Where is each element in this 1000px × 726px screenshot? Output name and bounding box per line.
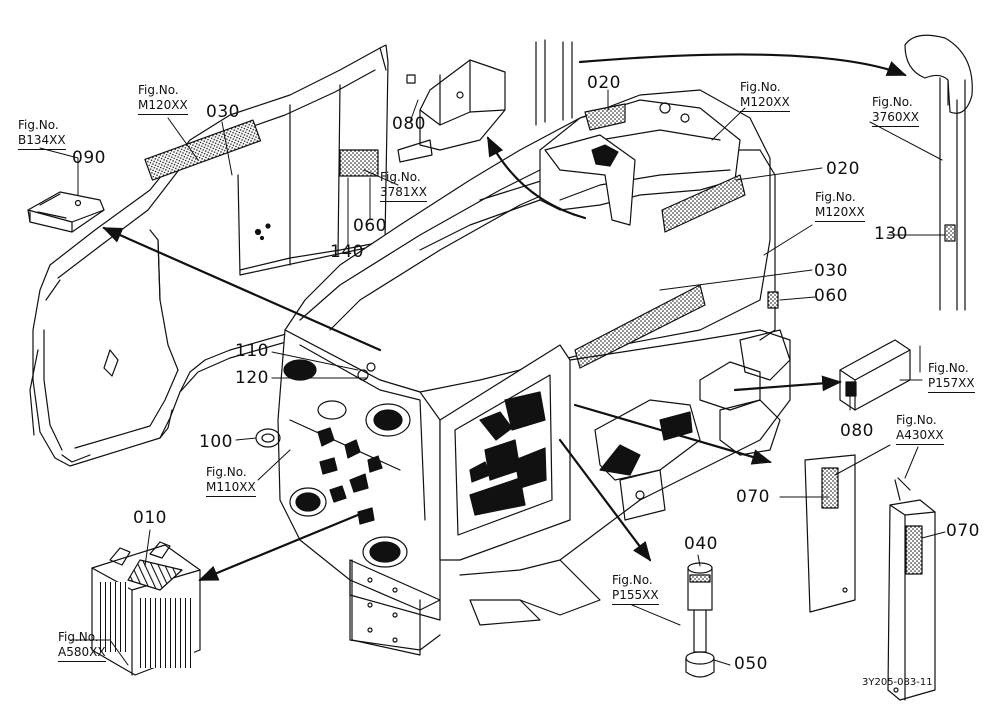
fig-code: A580XX — [58, 645, 106, 662]
bushing-parts — [685, 562, 715, 678]
fig-ref-m110: Fig.No. M110XX — [206, 465, 256, 497]
callout-030-cab: 030 — [206, 102, 240, 122]
fig-ref-a580: Fig.No. A580XX — [58, 630, 106, 662]
fig-label: Fig.No. — [380, 170, 421, 184]
fig-ref-m120-roof: Fig.No. M120XX — [740, 80, 790, 112]
fig-label: Fig.No. — [206, 465, 247, 479]
fig-ref-3760: Fig.No. 3760XX — [872, 95, 919, 127]
fig-label: Fig.No. — [815, 190, 856, 204]
roof-pipes — [535, 39, 573, 126]
callout-070-bracket: 070 — [946, 521, 980, 541]
controller-unit — [27, 191, 105, 233]
callout-020-roof: 020 — [587, 73, 621, 93]
fig-ref-p157: Fig.No. P157XX — [928, 361, 975, 393]
fig-ref-p155: Fig.No. P155XX — [612, 573, 659, 605]
leader-lines — [39, 89, 946, 666]
fig-label: Fig.No. — [138, 83, 179, 97]
callout-090: 090 — [72, 148, 106, 168]
fig-code: 3760XX — [872, 110, 919, 127]
fig-code: M120XX — [740, 95, 790, 112]
filler-cap — [255, 428, 281, 448]
fig-ref-m120-cab: Fig.No. M120XX — [138, 83, 188, 115]
fig-ref-3781: Fig.No. 3781XX — [380, 170, 427, 202]
fig-code: 3781XX — [380, 185, 427, 202]
callout-060-hood: 060 — [814, 286, 848, 306]
figure-code: 3Y205-083-11 — [862, 677, 933, 688]
callout-040: 040 — [684, 534, 718, 554]
callout-130: 130 — [874, 224, 908, 244]
fig-label: Fig.No. — [58, 630, 99, 644]
fig-ref-b134: Fig.No. B134XX — [18, 118, 66, 150]
plate-bracket — [887, 477, 936, 701]
plate-upright — [804, 454, 856, 613]
fig-label: Fig.No. — [612, 573, 653, 587]
top-bracket — [397, 59, 506, 163]
fig-ref-a430: Fig.No. A430XX — [896, 413, 944, 445]
callout-110: 110 — [235, 341, 269, 361]
callout-120: 120 — [235, 368, 269, 388]
exhaust-pipe — [904, 34, 973, 311]
fig-code: M120XX — [815, 205, 865, 222]
fig-code: P155XX — [612, 588, 659, 605]
callout-050: 050 — [734, 654, 768, 674]
callout-010: 010 — [133, 508, 167, 528]
fig-label: Fig.No. — [740, 80, 781, 94]
callout-030-hood: 030 — [814, 261, 848, 281]
fig-ref-m120-side: Fig.No. M120XX — [815, 190, 865, 222]
callout-140: 140 — [330, 242, 364, 262]
tractor-hood-assembly — [277, 89, 791, 656]
fig-code: P157XX — [928, 376, 975, 393]
fig-code: A430XX — [896, 428, 944, 445]
callout-070-plate: 070 — [736, 487, 770, 507]
callout-080-box: 080 — [840, 421, 874, 441]
cab-frame — [29, 44, 389, 467]
battery — [91, 541, 201, 676]
fig-label: Fig.No. — [896, 413, 937, 427]
callout-080-top: 080 — [392, 114, 426, 134]
callout-100: 100 — [199, 432, 233, 452]
fig-code: M110XX — [206, 480, 256, 497]
callout-020-side: 020 — [826, 159, 860, 179]
fig-label: Fig.No. — [872, 95, 913, 109]
fig-code: B134XX — [18, 133, 66, 150]
callout-060-cab: 060 — [353, 216, 387, 236]
fig-code: M120XX — [138, 98, 188, 115]
fig-label: Fig.No. — [928, 361, 969, 375]
pointer-arrows — [102, 53, 907, 582]
fig-label: Fig.No. — [18, 118, 59, 132]
